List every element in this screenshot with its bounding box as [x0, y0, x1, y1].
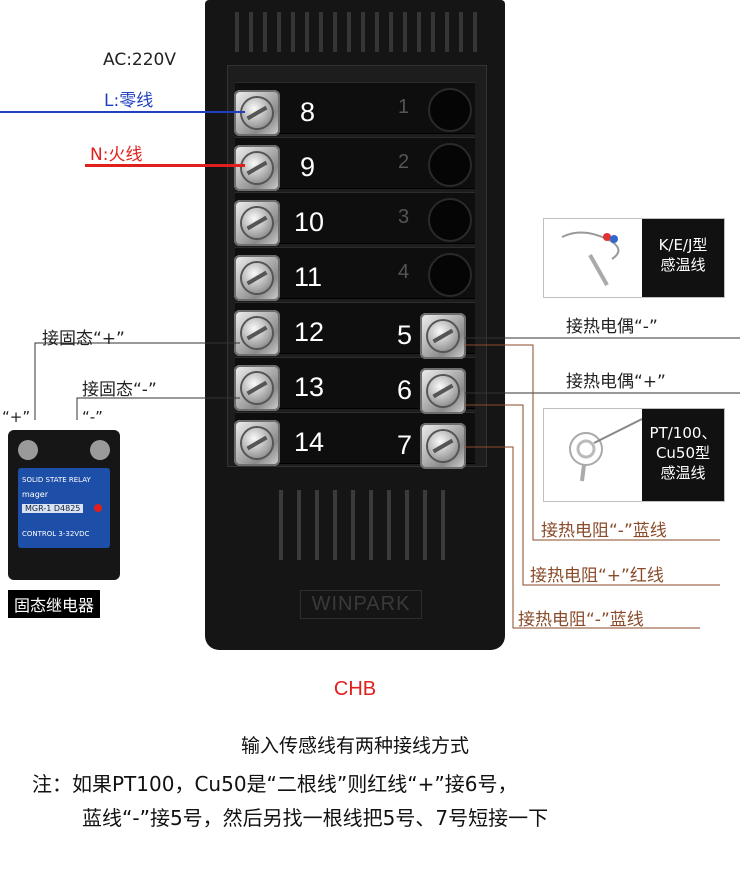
- ssr-minus-wire: [76, 397, 240, 420]
- ssr-screw-left: [18, 440, 38, 460]
- power-title: AC:220V: [103, 50, 177, 70]
- terminal-number: 12: [294, 317, 325, 347]
- subtitle: 输入传感线有两种接线方式: [240, 735, 469, 757]
- tc-minus-label: 接热电偶“-”: [566, 317, 658, 337]
- ssr-plus-label: 接固态“+”: [42, 329, 125, 349]
- terminal-screw: [234, 310, 280, 356]
- terminal-screw: [234, 90, 280, 136]
- rtd-caption: PT/100、 Cu50型 感温线: [642, 409, 724, 501]
- slot-opening: [428, 198, 472, 242]
- model-label: CHB: [333, 678, 377, 700]
- rtd-label-1: 接热电阻“-”蓝线: [541, 521, 667, 541]
- rtd-caption-1: PT/100、: [649, 424, 717, 442]
- ssr-face-model: MGR-1 D4825: [22, 504, 84, 513]
- tc-plus-label: 接热电偶“+”: [566, 372, 666, 392]
- rtd-wire-1: [465, 344, 720, 541]
- rtd-caption-2: Cu50型: [655, 444, 711, 462]
- terminal-number: 9: [300, 152, 316, 182]
- slot-opening: [428, 143, 472, 187]
- slot-number: 3: [398, 206, 410, 228]
- terminal-screw: [234, 365, 280, 411]
- tc-caption-2: 感温线: [660, 256, 706, 274]
- thermocouple-caption: K/E/J型 感温线: [642, 219, 724, 297]
- terminal-screw: [234, 200, 280, 246]
- slot-number: 4: [398, 261, 410, 283]
- n-wire-label: N:火线: [90, 145, 143, 165]
- l-wire: [0, 111, 245, 113]
- rtd-box: PT/100、 Cu50型 感温线: [543, 408, 725, 502]
- ssr-face-title: SOLID STATE RELAY: [22, 476, 91, 484]
- terminal-number: 13: [294, 372, 325, 402]
- ssr-face-control: CONTROL 3-32VDC: [22, 530, 90, 538]
- top-vent: [225, 12, 485, 52]
- terminal-screw: [234, 145, 280, 191]
- rtd-wire-2: [465, 404, 720, 586]
- rtd-wire-3: [465, 446, 700, 629]
- rtd-label-3: 接热电阻“-”蓝线: [518, 610, 644, 630]
- ssr-led: [94, 504, 102, 512]
- tc-caption-1: K/E/J型: [658, 236, 708, 254]
- slot-opening: [428, 88, 472, 132]
- terminal-screw: [420, 313, 466, 359]
- rtd-label-2: 接热电阻“+”红线: [530, 566, 664, 586]
- note-line-2: 蓝线“-”接5号，然后另找一根线把5号、7号短接一下: [82, 806, 549, 830]
- slot-number: 2: [398, 151, 410, 173]
- solid-state-relay: SOLID STATE RELAY mager MGR-1 D4825 CONT…: [8, 430, 120, 580]
- thermocouple-box: K/E/J型 感温线: [543, 218, 725, 298]
- terminal-number: 6: [397, 375, 413, 405]
- ssr-screw-right: [90, 440, 110, 460]
- terminal-number: 14: [294, 427, 325, 457]
- rtd-caption-3: 感温线: [660, 464, 706, 482]
- ssr-plus-wire: [34, 342, 240, 420]
- note-line-1: 注：如果PT100，Cu50是“二根线”则红线“+”接6号，: [32, 772, 518, 796]
- ssr-face: SOLID STATE RELAY mager MGR-1 D4825 CONT…: [18, 468, 110, 548]
- slot-number: 1: [398, 96, 410, 118]
- lower-vent: [265, 490, 455, 560]
- rtd-probe-icon: [569, 418, 643, 482]
- terminal-screw: [420, 368, 466, 414]
- n-wire: [85, 164, 245, 167]
- ssr-face-brand: mager: [22, 490, 48, 499]
- terminal-number: 11: [294, 262, 323, 292]
- l-wire-label: L:零线: [104, 91, 154, 111]
- device-brand: WINPARK: [300, 590, 422, 619]
- ssr-caption: 固态继电器: [8, 590, 101, 618]
- terminal-screw: [420, 423, 466, 469]
- terminal-number: 8: [300, 97, 316, 127]
- thermocouple-probe-icon: [561, 231, 620, 286]
- slot-opening: [428, 253, 472, 297]
- terminal-number: 7: [397, 430, 413, 460]
- terminal-screw: [234, 255, 280, 301]
- terminal-number: 10: [294, 207, 325, 237]
- ssr-minus-terminal: “-”: [82, 408, 103, 426]
- terminal-screw: [234, 420, 280, 466]
- terminal-number: 5: [397, 320, 413, 350]
- ssr-plus-terminal: “+”: [2, 408, 31, 426]
- ssr-minus-label: 接固态“-”: [82, 380, 157, 400]
